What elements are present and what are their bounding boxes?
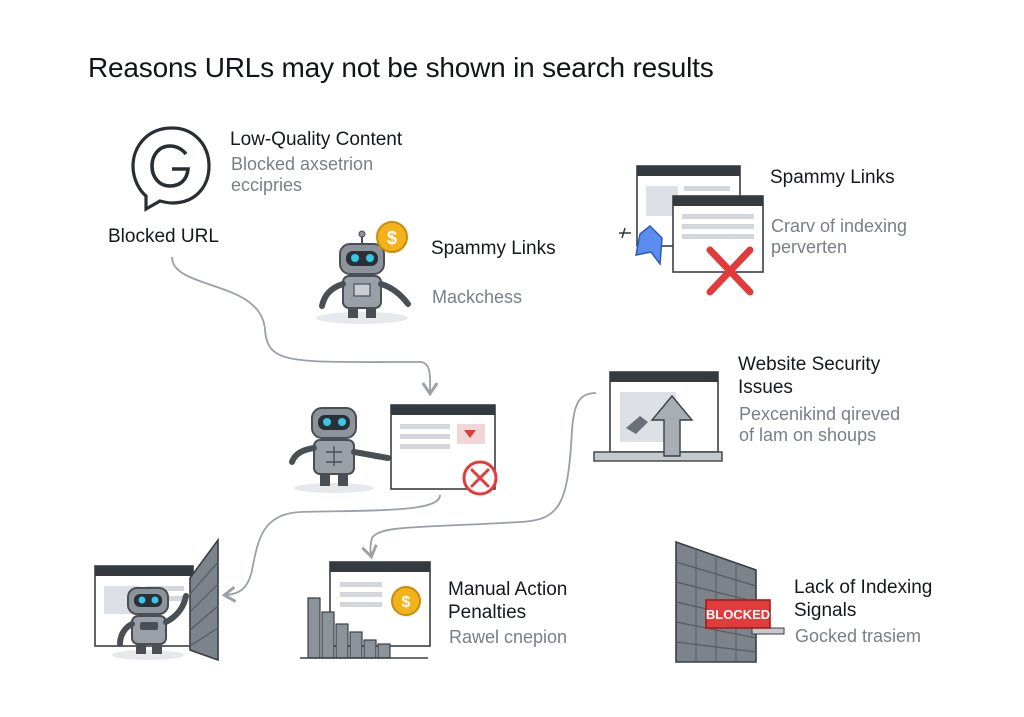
- security-label-2: Issues: [738, 377, 793, 398]
- blocked-sign-text: BLOCKED: [706, 607, 770, 622]
- bar-chart-icon: [300, 597, 428, 659]
- brick-wall-icon: [189, 537, 219, 662]
- dollar-symbol-2: $: [402, 594, 411, 611]
- spammy-links-top-label: Spammy Links: [770, 167, 895, 188]
- low-quality-desc-1: Blocked axsetrion: [231, 154, 374, 174]
- dollar-coin-icon: $: [376, 221, 408, 253]
- spammy-links-center-label: Spammy Links: [431, 238, 556, 259]
- robot-icon: [289, 407, 391, 493]
- page-title: Reasons URLs may not be shown in search …: [88, 52, 714, 83]
- spammy-links-center-desc: Mackchess: [432, 287, 523, 307]
- spammy-links-top-desc-1: Crarv of indexing: [771, 216, 908, 236]
- blocked-url-label: Blocked URL: [108, 226, 219, 247]
- cursor-icon: [619, 224, 663, 267]
- robot-icon: [316, 230, 411, 324]
- dollar-coin-icon: $: [391, 586, 421, 616]
- security-desc-1: Pexcenikind qireved: [739, 404, 901, 424]
- manual-action-label-2: Penalties: [448, 602, 527, 623]
- spammy-links-top-desc-2: perverten: [771, 237, 848, 257]
- indexing-desc: Gocked trasiem: [795, 626, 922, 646]
- low-quality-label: Low-Quality Content: [230, 129, 403, 150]
- indexing-label-2: Signals: [794, 600, 857, 621]
- manual-action-desc: Rawel cnepion: [449, 627, 568, 647]
- low-quality-desc-2: eccipries: [231, 175, 303, 195]
- security-desc-2: of lam on shoups: [739, 425, 877, 445]
- robot-icon: [112, 587, 189, 660]
- dollar-symbol-1: $: [387, 228, 397, 248]
- indexing-label-1: Lack of Indexing: [794, 577, 933, 598]
- security-label-1: Website Security: [738, 354, 881, 375]
- chat-g-icon: [131, 126, 211, 212]
- manual-action-label-1: Manual Action: [448, 579, 568, 600]
- connector-lines: [171, 256, 597, 603]
- blocked-sign: BLOCKED: [705, 599, 771, 629]
- x-mark-icon: [462, 460, 498, 496]
- upload-arrow-icon: [593, 371, 723, 462]
- x-mark-icon: [706, 246, 754, 296]
